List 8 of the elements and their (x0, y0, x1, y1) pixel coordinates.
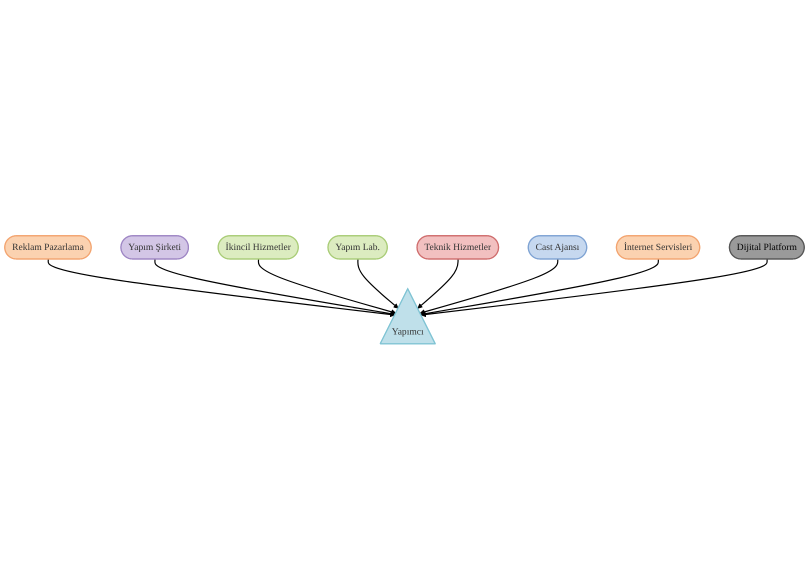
arrow (357, 258, 399, 308)
arrow (154, 258, 396, 316)
arrow (417, 258, 459, 308)
arrow (48, 258, 396, 317)
arrow (258, 258, 396, 314)
arrow (420, 258, 659, 316)
arrow (420, 258, 768, 317)
arrow (420, 258, 558, 314)
